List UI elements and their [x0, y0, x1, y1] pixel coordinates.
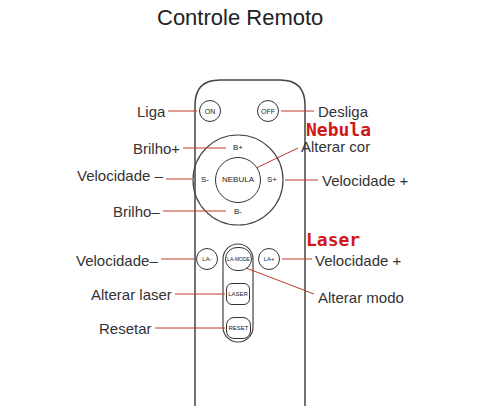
leader-line	[246, 268, 314, 294]
section-heading: Laser	[306, 231, 360, 249]
leader-line	[282, 259, 312, 260]
power-off-button: OFF	[257, 100, 279, 122]
leader-line	[175, 294, 225, 295]
button-text: RESET	[228, 325, 248, 331]
reset-button: RESET	[226, 317, 251, 339]
button-label: Velocidade +	[315, 253, 401, 268]
button-text: S-	[201, 176, 209, 184]
laser-button: LASER	[226, 283, 250, 305]
button-label: Alterar laser	[91, 287, 172, 302]
button-text: ON	[205, 108, 216, 115]
button-label: Resetar	[99, 321, 152, 336]
power-on-button: ON	[199, 100, 221, 122]
diagram-title: Controle Remoto	[157, 7, 323, 29]
leader-line	[155, 328, 225, 329]
button-text: S+	[267, 176, 277, 184]
pad-key: B-	[228, 204, 248, 220]
button-text: OFF	[261, 108, 275, 115]
button-text: LA+	[264, 256, 275, 262]
button-text: B-	[234, 208, 242, 216]
leader-line	[163, 211, 226, 212]
leader-line	[183, 148, 226, 149]
leader-line	[161, 259, 194, 260]
button-text: B+	[233, 144, 243, 152]
pad-key: B+	[228, 140, 248, 156]
nebula-button: NEBULA	[215, 157, 261, 203]
button-label: Desliga	[318, 104, 368, 119]
pad-key: S-	[196, 172, 214, 188]
pad-key: S+	[263, 172, 281, 188]
button-label: Velocidade +	[322, 173, 408, 188]
button-label: Liga	[137, 104, 165, 119]
button-text: NEBULA	[222, 176, 254, 184]
leader-line	[166, 179, 192, 180]
button-label: Brilho+	[133, 141, 180, 156]
button-label: Alterar cor	[301, 139, 370, 154]
remote-body	[195, 80, 305, 406]
button-label: Alterar modo	[318, 290, 404, 305]
leader-line	[252, 148, 298, 170]
laser-mode-button: LA-MODE	[225, 247, 252, 271]
button-text: LASER	[228, 291, 248, 297]
leader-line	[281, 111, 314, 112]
laser-speed-button: LA+	[258, 248, 280, 270]
button-label: Velocidade –	[77, 168, 163, 183]
leader-line	[168, 111, 197, 112]
button-text: LA-	[202, 256, 211, 262]
button-text: LA-MODE	[227, 257, 250, 262]
button-label: Velocidade–	[76, 253, 158, 268]
section-heading: Nebula	[306, 121, 371, 139]
leader-line	[285, 180, 318, 181]
laser-button-column	[223, 244, 253, 342]
button-label: Brilho–	[113, 204, 160, 219]
laser-speed-button: LA-	[196, 248, 218, 270]
